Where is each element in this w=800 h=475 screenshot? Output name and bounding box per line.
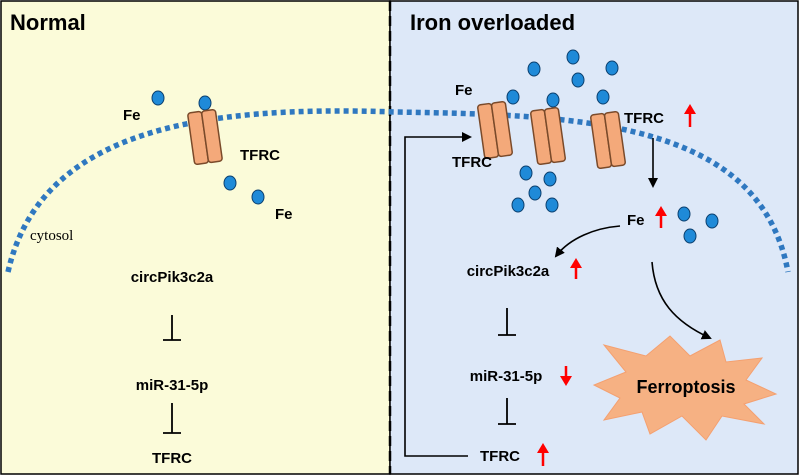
iron-mir-31-5p: miR-31-5p	[470, 368, 543, 385]
fe-dot	[151, 90, 165, 106]
normal-title: Normal	[10, 10, 86, 35]
tfrc-label: TFRC	[240, 147, 280, 164]
fe-dot	[543, 171, 557, 187]
tfrc-label-right: TFRC	[624, 110, 664, 127]
arrow-fe-to-ferroptosis	[651, 261, 712, 340]
normal-mir-31-5p: miR-31-5p	[136, 377, 209, 394]
fe-dot	[198, 95, 212, 111]
tfrc-channel	[590, 110, 626, 170]
inhibition-arrow	[498, 398, 516, 425]
fe-dot	[571, 72, 585, 88]
fe-label-inside: Fe	[275, 206, 293, 223]
fe-dot	[528, 185, 542, 201]
iron-overloaded-title: Iron overloaded	[410, 10, 575, 35]
up-arrow	[655, 206, 667, 228]
up-arrow	[570, 258, 582, 279]
fe-dot	[605, 60, 619, 76]
fe-dot	[545, 197, 559, 213]
normal-tfrc: TFRC	[152, 450, 192, 467]
ferroptosis-label: Ferroptosis	[636, 377, 735, 397]
inhibition-arrow	[163, 315, 181, 341]
fe-dot	[527, 61, 541, 77]
tfrc-channel	[187, 108, 223, 166]
fe-dot	[596, 89, 610, 105]
fe-dot	[705, 213, 719, 229]
fe-dot	[566, 49, 580, 65]
fe-dot	[683, 228, 697, 244]
tfrc-channel	[530, 106, 566, 166]
cytosol-label: cytosol	[30, 228, 73, 244]
fe-dot	[251, 189, 265, 205]
up-arrow	[537, 443, 549, 466]
fe-dot	[223, 175, 237, 191]
fe-label-outside: Fe	[455, 82, 473, 99]
fe-dot	[511, 197, 525, 213]
normal-circpik3c2a: circPik3c2a	[131, 269, 214, 286]
iron-circpik3c2a: circPik3c2a	[467, 263, 550, 280]
tfrc-channel	[477, 100, 513, 160]
normal-panel	[0, 0, 391, 475]
fe-dot	[519, 165, 533, 181]
down-arrow	[560, 366, 572, 386]
fe-dot	[506, 89, 520, 105]
fe-label-cytosol: Fe	[627, 212, 645, 229]
inhibition-arrow	[498, 308, 516, 336]
feedback-arrow	[404, 132, 472, 457]
fe-dot	[546, 92, 560, 108]
up-arrow	[684, 104, 696, 127]
tfrc-label-left: TFRC	[452, 154, 492, 171]
ferroptosis-burst	[592, 335, 778, 441]
fe-label-outside: Fe	[123, 107, 141, 124]
fe-dot	[677, 206, 691, 222]
arrow-fe-to-circpik3c2a	[554, 225, 621, 258]
inhibition-arrow	[163, 403, 181, 434]
iron-tfrc: TFRC	[480, 448, 520, 465]
